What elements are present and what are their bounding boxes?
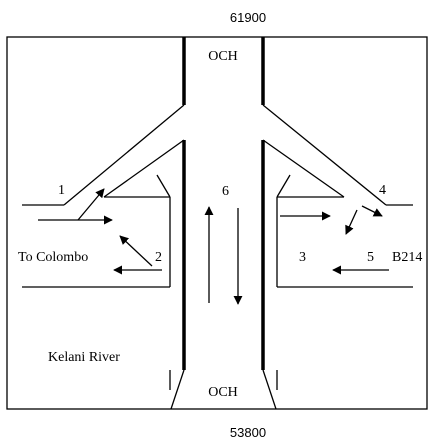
och-top-label: OCH [208,49,238,64]
right-outer-ramp [262,104,387,206]
to-colombo-label: To Colombo [18,250,88,265]
movement-number-5: 5 [367,250,374,265]
och-bottom-flare-right [262,369,277,410]
left-outer-ramp [63,104,185,206]
left-gore-side [156,174,171,198]
left-inner-ramp [103,139,185,198]
right-inner-ramp [262,139,345,198]
och-bottom-label: OCH [208,385,238,400]
movement-number-1: 1 [58,183,65,198]
diagram-frame [6,36,428,410]
top-chainage-label: 61900 [230,10,266,25]
arrow-movement-4-east [361,205,383,217]
arrow-movement-4-south [345,209,358,235]
b214-label: B214 [392,250,422,265]
kelani-river-label: Kelani River [48,350,120,365]
movement-number-3: 3 [299,250,306,265]
movement-number-2: 2 [155,250,162,265]
arrow-movement-1-diagonal [77,188,105,221]
bottom-chainage-label: 53800 [230,425,266,440]
movement-number-6: 6 [222,184,229,199]
arrow-movement-2-diagonal [119,235,153,267]
och-bottom-flare-left [170,369,185,410]
right-gore-side [276,174,291,198]
movement-number-4: 4 [379,183,386,198]
